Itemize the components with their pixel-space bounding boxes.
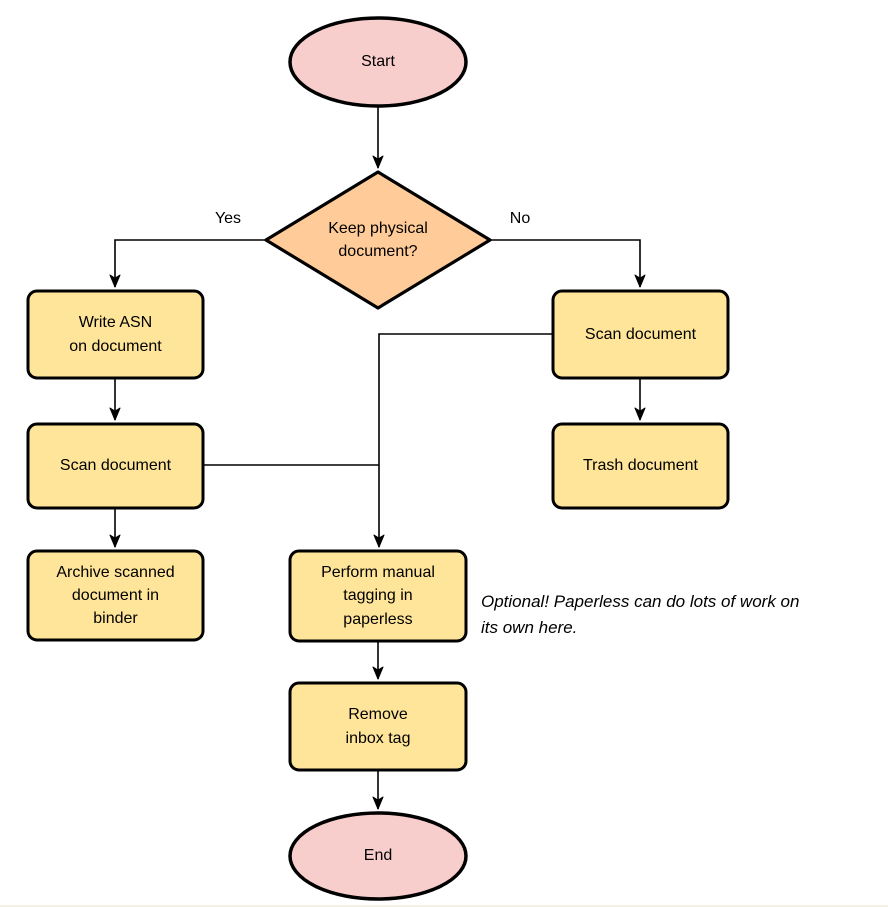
process-trash — [551, 422, 730, 510]
edge-decision-yes-to-write-asn — [109, 239, 266, 288]
start-terminal — [288, 16, 468, 108]
process-scan-right — [551, 289, 730, 380]
decision-diamond — [264, 170, 492, 310]
process-archive — [26, 549, 205, 642]
process-scan-left — [26, 422, 205, 510]
optional-annotation: Optional! Paperless can do lots of work … — [481, 592, 800, 637]
process-remove-inbox — [288, 681, 468, 772]
end-terminal — [288, 811, 468, 901]
no-edge-label: No — [509, 210, 531, 227]
edge-scan-right-to-tagging — [373, 333, 553, 548]
process-tagging — [288, 549, 468, 643]
bottom-border-line — [0, 905, 888, 907]
edge-decision-no-to-scan-right — [490, 239, 646, 288]
process-write-asn — [26, 289, 205, 380]
yes-edge-label: Yes — [214, 210, 242, 227]
